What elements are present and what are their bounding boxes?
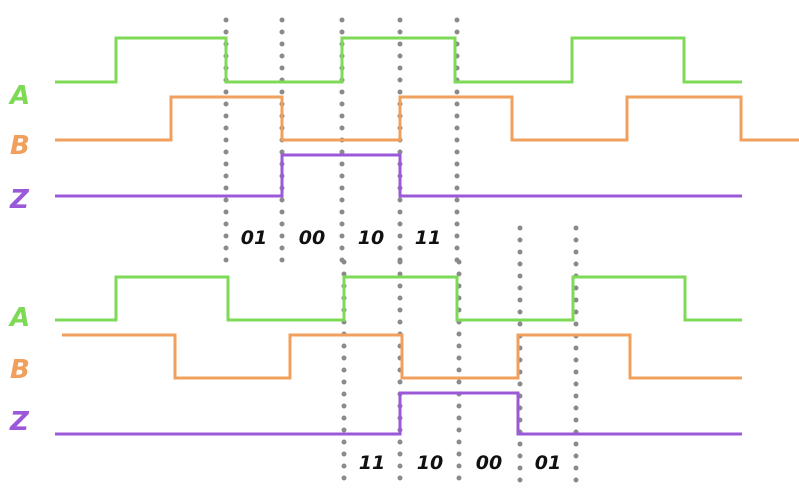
panel-2-state-label: 10: [417, 452, 443, 474]
panel-1-state-label: 11: [415, 227, 441, 249]
panel-1-label-a: A: [8, 81, 30, 111]
panel-1-label-z: Z: [9, 185, 30, 215]
panel-2-state-label: 11: [359, 452, 385, 474]
panel-1-wave-a: [55, 36, 742, 84]
panel-2-state-label: 00: [476, 452, 502, 474]
panel-2-label-a: A: [8, 303, 30, 333]
panel-2-label-b: B: [10, 355, 30, 385]
panel-1-state-label: 01: [241, 227, 267, 249]
panel-1-wave-z: [55, 153, 742, 198]
panel-1-state-label: 00: [299, 227, 325, 249]
panel-1-state-label: 10: [358, 227, 384, 249]
panel-2-state-label: 01: [535, 452, 561, 474]
panel-2-wave-z: [55, 391, 742, 436]
panel-1-wave-b: [55, 95, 799, 142]
panel-2-markers: [341, 225, 579, 489]
panel-2-label-z: Z: [9, 407, 30, 437]
panel-2-wave-b: [62, 333, 742, 380]
panel-1-label-b: B: [10, 131, 30, 161]
panel-2-wave-a: [55, 275, 742, 322]
